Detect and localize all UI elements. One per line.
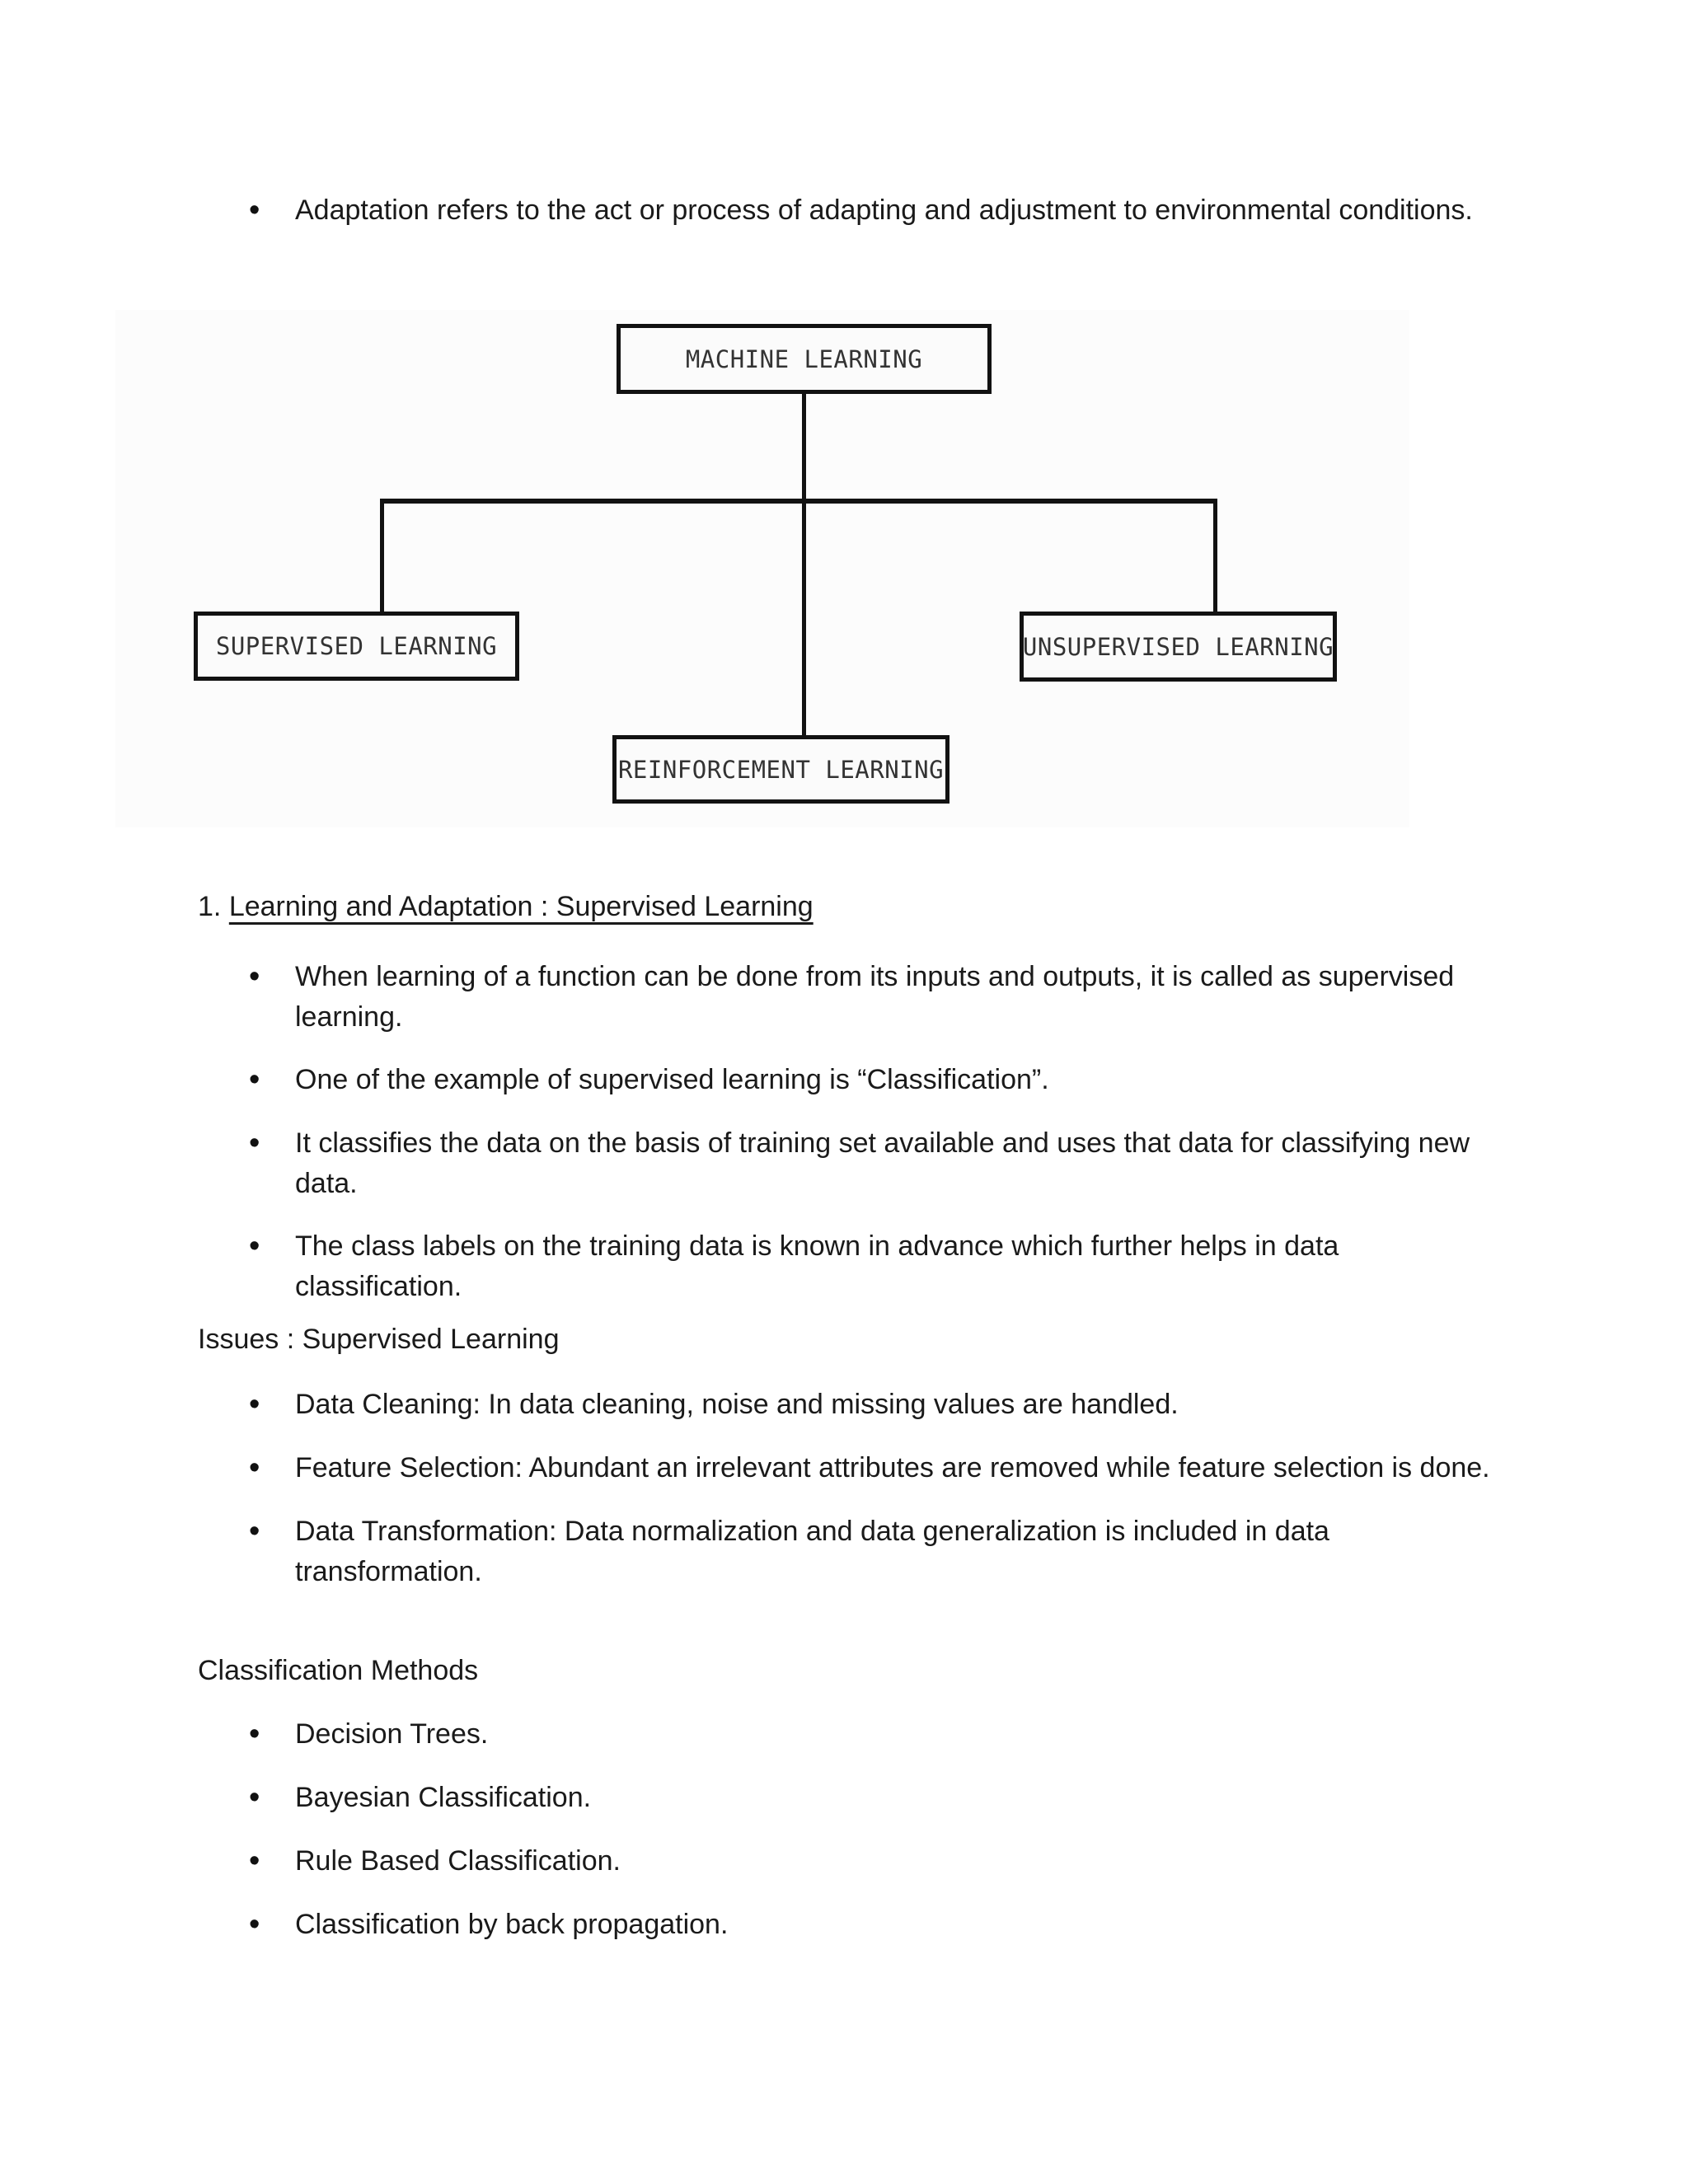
node-reinforcement-learning-label: REINFORCEMENT LEARNING xyxy=(617,755,945,784)
list-item: It classifies the data on the basis of t… xyxy=(247,1123,1507,1204)
supervised-bullet-list: When learning of a function can be done … xyxy=(247,957,1507,1307)
bullet-text: It classifies the data on the basis of t… xyxy=(295,1127,1470,1199)
connector-line-vertical-right xyxy=(1213,499,1217,612)
list-item: Data Cleaning: In data cleaning, noise a… xyxy=(247,1385,1507,1426)
list-item: Feature Selection: Abundant an irrelevan… xyxy=(247,1448,1507,1489)
list-item: Classification by back propagation. xyxy=(247,1905,728,1946)
intro-bullet-list: Adaptation refers to the act or process … xyxy=(247,190,1473,232)
bullet-icon xyxy=(247,1448,295,1489)
bullet-icon xyxy=(247,1060,295,1101)
bullet-text: Rule Based Classification. xyxy=(295,1845,621,1877)
node-unsupervised-learning-label: UNSUPERVISED LEARNING xyxy=(1022,632,1334,661)
list-item: Bayesian Classification. xyxy=(247,1778,728,1819)
bullet-icon xyxy=(247,1778,295,1819)
methods-heading: Classification Methods xyxy=(198,1655,479,1686)
node-machine-learning-label: MACHINE LEARNING xyxy=(685,344,923,373)
list-item: One of the example of supervised learnin… xyxy=(247,1060,1507,1101)
node-machine-learning: MACHINE LEARNING xyxy=(617,324,992,394)
bullet-text: The class labels on the training data is… xyxy=(295,1230,1339,1302)
bullet-text: Classification by back propagation. xyxy=(295,1909,729,1940)
connector-line-vertical-left xyxy=(380,499,384,612)
section-heading-supervised: 1. Learning and Adaptation : Supervised … xyxy=(198,887,814,927)
intro-bullet-text: Adaptation refers to the act or process … xyxy=(295,194,1473,226)
list-item: Data Transformation: Data normalization … xyxy=(247,1511,1507,1592)
bullet-text: When learning of a function can be done … xyxy=(295,961,1455,1033)
bullet-text: Bayesian Classification. xyxy=(295,1782,592,1813)
connector-line-vertical-center xyxy=(802,394,806,735)
node-supervised-learning-label: SUPERVISED LEARNING xyxy=(215,632,498,660)
issues-heading: Issues : Supervised Learning xyxy=(198,1324,560,1355)
node-unsupervised-learning: UNSUPERVISED LEARNING xyxy=(1020,612,1337,682)
bullet-icon xyxy=(247,1123,295,1204)
bullet-text: Feature Selection: Abundant an irrelevan… xyxy=(295,1452,1490,1483)
bullet-text: One of the example of supervised learnin… xyxy=(295,1064,1049,1095)
node-supervised-learning: SUPERVISED LEARNING xyxy=(194,612,519,681)
bullet-icon xyxy=(247,1714,295,1755)
bullet-icon xyxy=(247,1905,295,1946)
section-number: 1. xyxy=(198,891,222,922)
bullet-icon xyxy=(247,1385,295,1426)
list-item: When learning of a function can be done … xyxy=(247,957,1507,1038)
bullet-icon xyxy=(247,190,295,232)
bullet-icon xyxy=(247,1841,295,1882)
issues-bullet-list: Data Cleaning: In data cleaning, noise a… xyxy=(247,1385,1507,1592)
connector-line-horizontal xyxy=(380,499,1217,504)
bullet-text: Decision Trees. xyxy=(295,1718,489,1750)
list-item: Rule Based Classification. xyxy=(247,1841,728,1882)
bullet-text: Data Transformation: Data normalization … xyxy=(295,1516,1329,1587)
list-item: Adaptation refers to the act or process … xyxy=(247,190,1473,232)
methods-bullet-list: Decision Trees. Bayesian Classification.… xyxy=(247,1714,728,1946)
bullet-icon xyxy=(247,1226,295,1307)
section-title: Learning and Adaptation : Supervised Lea… xyxy=(228,891,814,922)
bullet-text: Data Cleaning: In data cleaning, noise a… xyxy=(295,1389,1179,1420)
bullet-icon xyxy=(247,1511,295,1592)
bullet-icon xyxy=(247,957,295,1038)
list-item: The class labels on the training data is… xyxy=(247,1226,1507,1307)
node-reinforcement-learning: REINFORCEMENT LEARNING xyxy=(612,735,950,804)
list-item: Decision Trees. xyxy=(247,1714,728,1755)
